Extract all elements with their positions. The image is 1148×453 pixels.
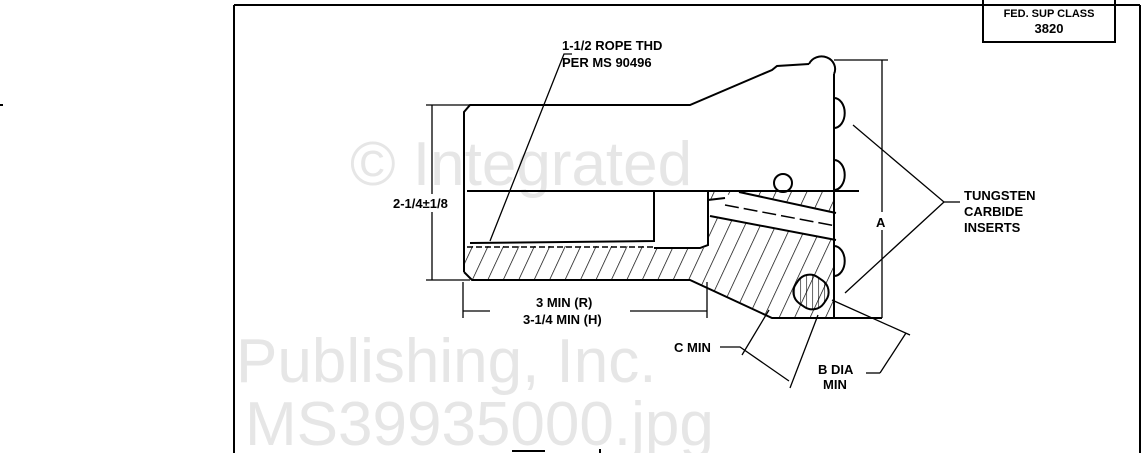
watermark-line-3: MS39935000.jpg <box>245 390 714 453</box>
watermark: © Integrated Publishing, Inc. MS39935000… <box>236 130 714 453</box>
inserts-label-2: CARBIDE <box>964 204 1024 219</box>
length-h-label: 3-1/4 MIN (H) <box>523 312 602 327</box>
carbide-inserts <box>773 55 846 311</box>
length-r-label: 3 MIN (R) <box>536 295 592 310</box>
c-min-label: C MIN <box>674 340 711 355</box>
b-dia-label-1: B DIA <box>818 362 854 377</box>
inserts-label-1: TUNGSTEN <box>964 188 1036 203</box>
title-block-label: FED. SUP CLASS <box>1004 8 1095 20</box>
drawing-frame <box>0 4 1141 453</box>
inserts-label-3: INSERTS <box>964 220 1021 235</box>
diameter-dimension: 2-1/4±1/8 <box>390 104 470 281</box>
watermark-line-2: Publishing, Inc. <box>236 327 656 396</box>
a-label: A <box>876 215 886 230</box>
title-block: FED. SUP CLASS 3820 <box>982 0 1116 43</box>
watermark-line-1: © Integrated <box>350 130 692 199</box>
c-min-dimension: C MIN <box>674 309 819 389</box>
a-dimension: A <box>834 59 888 318</box>
bit-section <box>463 63 882 319</box>
b-dia-label-2: MIN <box>823 377 847 392</box>
thread-callout: 1-1/2 ROPE THD PER MS 90496 <box>489 38 662 242</box>
figure-caption-fragment <box>512 449 601 453</box>
b-dia-dimension: B DIA MIN <box>818 299 911 392</box>
diameter-label: 2-1/4±1/8 <box>393 196 448 211</box>
inserts-callout: TUNGSTEN CARBIDE INSERTS <box>844 124 1036 294</box>
thread-label-1: 1-1/2 ROPE THD <box>562 38 662 53</box>
title-block-value: 3820 <box>1035 21 1064 36</box>
length-dimension: 3 MIN (R) 3-1/4 MIN (H) <box>462 282 708 327</box>
thread-label-2: PER MS 90496 <box>562 55 652 70</box>
